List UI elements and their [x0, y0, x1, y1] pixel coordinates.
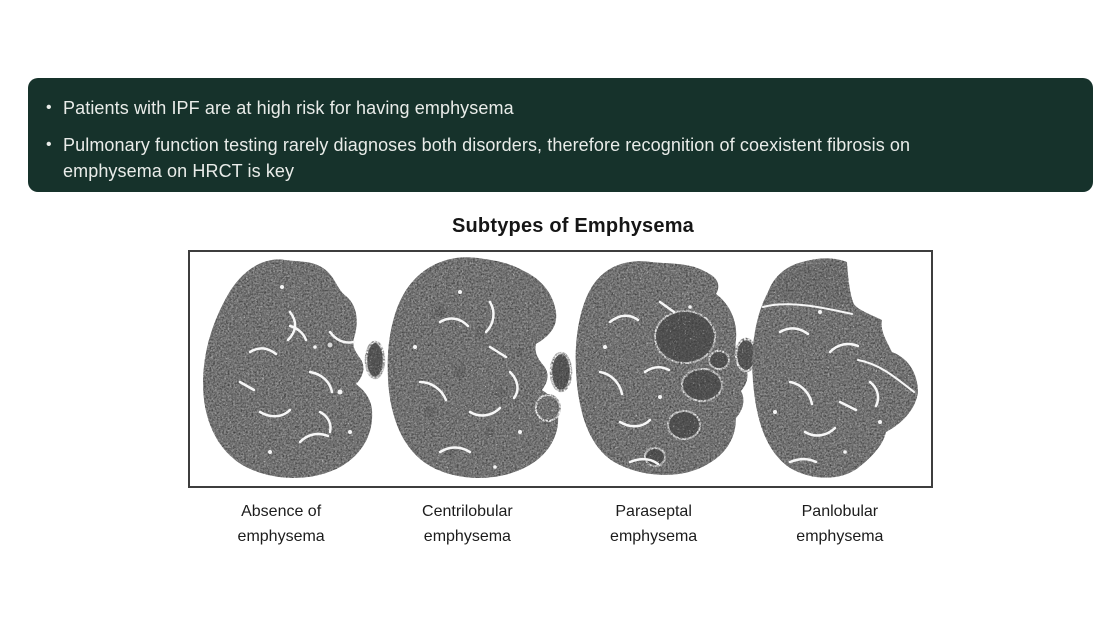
vessel-dots — [268, 285, 882, 469]
bullae — [644, 310, 730, 467]
caption-line: emphysema — [610, 528, 698, 545]
bullet-item: • Patients with IPF are at high risk for… — [46, 95, 1065, 121]
ct-scan-image — [203, 257, 918, 478]
caption-line: emphysema — [796, 528, 884, 545]
bullet-text: Patients with IPF are at high risk for h… — [63, 98, 514, 118]
caption-line: Centrilobular — [422, 503, 513, 520]
subtype-captions: Absence of emphysema Centrilobular emphy… — [188, 499, 933, 549]
caption-line: Absence of — [241, 503, 322, 520]
figure-title: Subtypes of Emphysema — [451, 215, 695, 237]
bullet-icon: • — [46, 136, 52, 153]
ct-lung-centrilobular — [387, 257, 573, 478]
bronchus-ring — [325, 340, 335, 350]
vessel-markings — [238, 300, 915, 466]
ct-lung-panlobular — [752, 258, 918, 478]
subtype-label-centrilobular: Centrilobular emphysema — [374, 499, 560, 549]
subtype-label-panlobular: Panlobular emphysema — [747, 499, 933, 549]
bullet-text: Pulmonary function testing rarely diagno… — [63, 135, 911, 181]
subtype-label-paraseptal: Paraseptal emphysema — [561, 499, 747, 549]
caption-line: Panlobular — [801, 503, 879, 520]
bullet-icon: • — [46, 99, 52, 116]
caption-line: emphysema — [423, 528, 511, 545]
fissure-line — [857, 359, 915, 393]
caption-line: Paraseptal — [615, 503, 692, 520]
upper-lobe-shade — [768, 263, 850, 304]
caption-line: emphysema — [237, 528, 325, 545]
bullet-item: • Pulmonary function testing rarely diag… — [46, 132, 1065, 184]
aorta-blob — [364, 340, 386, 380]
subtype-label-absence: Absence of emphysema — [188, 499, 374, 549]
aorta-blob — [549, 351, 573, 393]
fissure-line — [762, 303, 853, 315]
ct-panel — [188, 250, 933, 488]
key-points-banner: • Patients with IPF are at high risk for… — [28, 78, 1093, 192]
ct-lung-absence — [203, 259, 386, 478]
